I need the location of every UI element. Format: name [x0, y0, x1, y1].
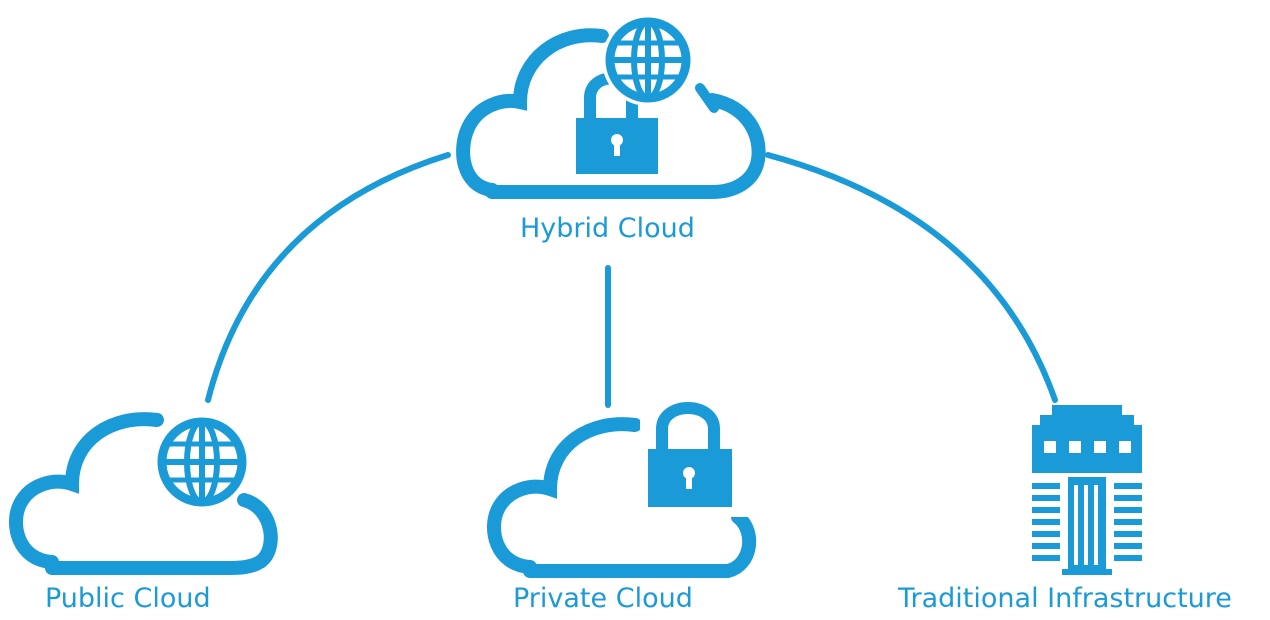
edge-hybrid-public	[205, 152, 451, 403]
hybrid-cloud-label: Hybrid Cloud	[520, 213, 695, 244]
private-cloud-label: Private Cloud	[513, 583, 693, 614]
cloud-lock-globe-icon	[456, 14, 766, 199]
traditional-infrastructure-label: Traditional Infrastructure	[898, 583, 1232, 614]
cloud-globe-icon	[9, 412, 278, 575]
connectors	[205, 152, 1058, 408]
public-cloud-label: Public Cloud	[45, 583, 211, 614]
edge-hybrid-traditional	[765, 152, 1058, 403]
server-building-icon	[1032, 405, 1142, 575]
cloud-lock-icon	[487, 402, 757, 578]
